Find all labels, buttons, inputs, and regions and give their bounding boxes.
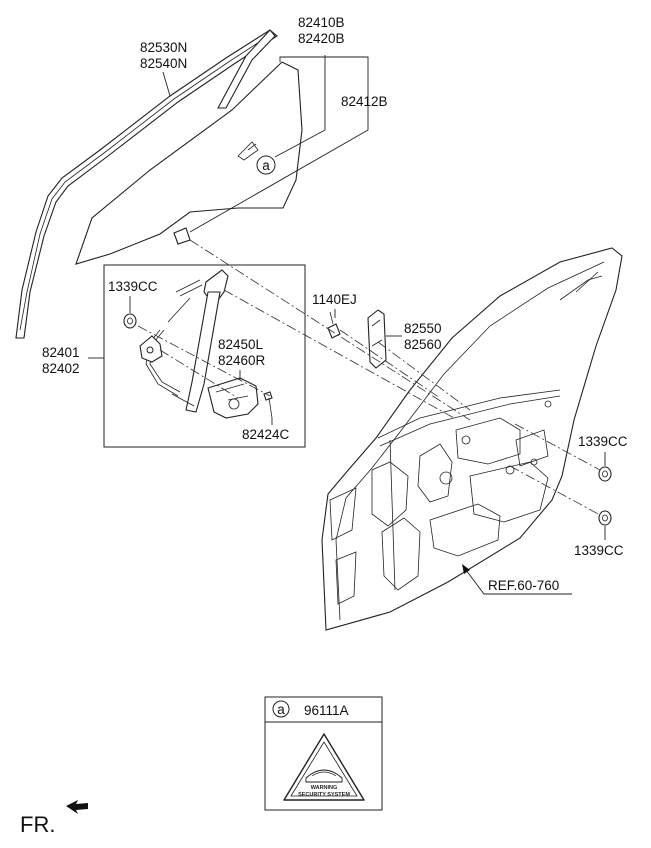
regulator-group-box <box>103 264 306 448</box>
label-82424c: 82424C <box>242 427 290 442</box>
glass-run-leader <box>162 71 171 97</box>
label-1140ej: 1140EJ <box>312 292 357 307</box>
sticker-security-text: SECURITY SYSTEM <box>298 792 350 798</box>
alignment-dashed-lines <box>137 239 601 516</box>
regulator-motor[interactable] <box>207 370 259 419</box>
glass-channel-clip[interactable] <box>173 227 191 245</box>
nut-1339cc-box[interactable] <box>123 313 137 329</box>
label-82460r: 82460R <box>218 353 266 368</box>
window-regulator[interactable] <box>139 269 229 413</box>
label-82560: 82560 <box>404 337 442 352</box>
label-82530n: 82530N <box>140 40 187 55</box>
label-1339cc-right-lower: 1339CC <box>574 543 624 558</box>
nut-1339cc-right-upper[interactable] <box>598 466 612 482</box>
label-82410b: 82410B <box>298 15 345 30</box>
bolt-1140ej[interactable] <box>327 309 341 339</box>
label-1339cc-box: 1339CC <box>108 279 158 294</box>
label-reference: REF.60-760 <box>488 578 559 593</box>
nut-1339cc-right-lower[interactable] <box>598 510 612 526</box>
label-82550: 82550 <box>404 321 442 336</box>
label-82401: 82401 <box>42 345 80 360</box>
legend-marker: a <box>277 702 285 717</box>
reference-arrow <box>462 564 572 595</box>
label-82402: 82402 <box>42 361 80 376</box>
front-arrow-icon <box>66 800 88 814</box>
label-82412b: 82412B <box>341 94 388 109</box>
label-82450l: 82450L <box>218 337 264 352</box>
svg-text:a: a <box>262 158 270 173</box>
label-1339cc-right-upper: 1339CC <box>578 434 628 449</box>
glass-leaders <box>189 55 369 233</box>
screw-82424c[interactable] <box>263 391 273 425</box>
label-82540n: 82540N <box>140 56 187 71</box>
label-fr: FR. <box>20 812 55 837</box>
door-glass[interactable] <box>75 61 303 265</box>
security-warning-sticker[interactable]: WARNING SECURITY SYSTEM <box>283 733 365 801</box>
legend-part-number: 96111A <box>304 703 349 718</box>
callout-marker-a: a <box>256 155 276 175</box>
label-82420b: 82420B <box>298 31 345 46</box>
front-direction-indicator: FR. <box>20 800 88 837</box>
door-hinge-bracket[interactable] <box>367 309 402 369</box>
glass-run-channel[interactable] <box>15 29 278 339</box>
door-inner-panel[interactable] <box>321 247 623 631</box>
sticker-warning-text: WARNING <box>311 785 338 791</box>
legend-box: a 96111A WARNING SECURITY SYSTEM <box>264 696 383 811</box>
car-icon <box>305 769 343 783</box>
legend-marker-circle <box>272 700 290 718</box>
